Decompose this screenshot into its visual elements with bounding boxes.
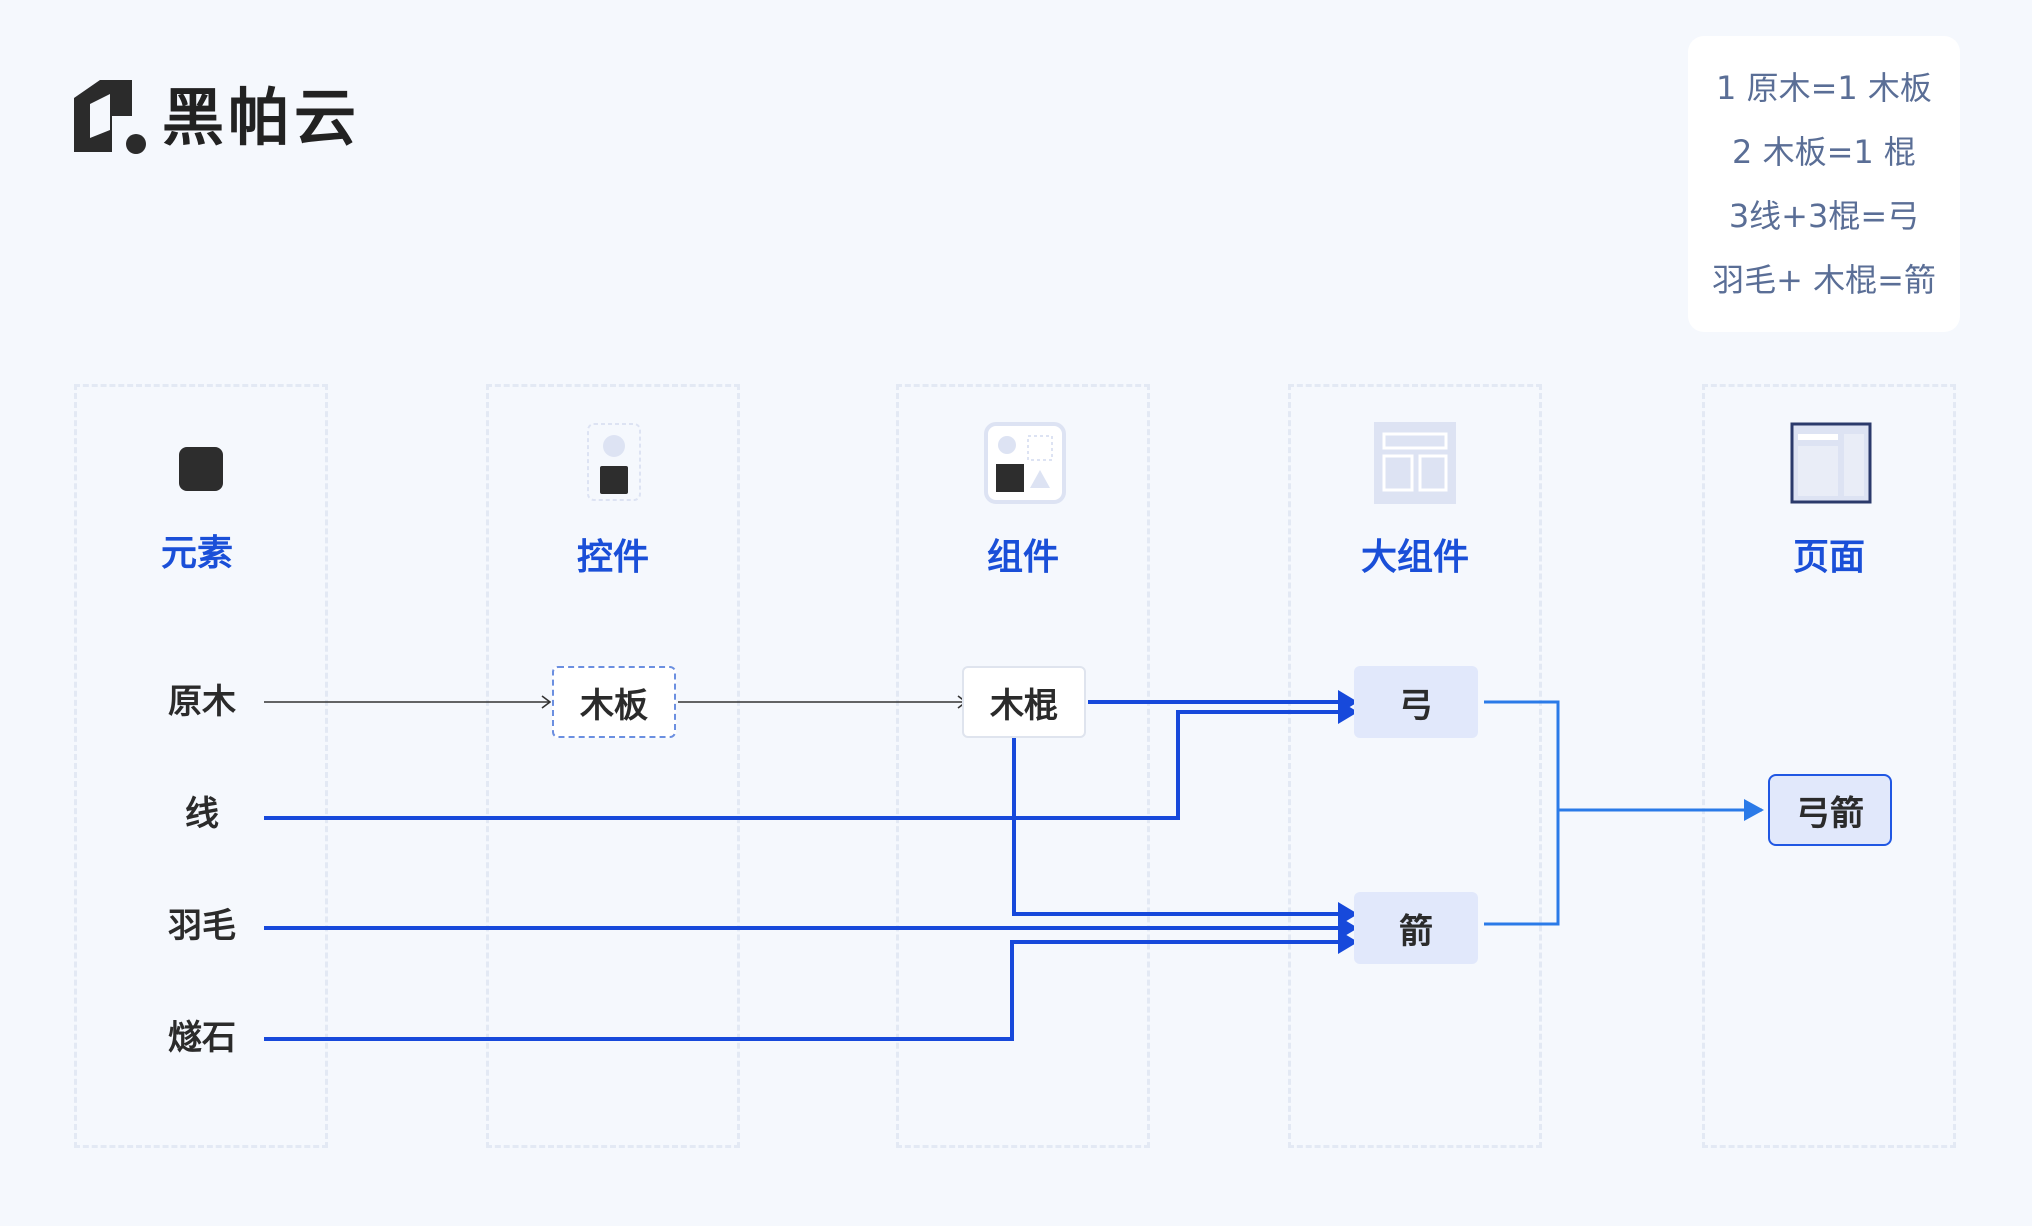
column-pages <box>1702 384 1956 1148</box>
material-label: 原木 <box>168 682 236 722</box>
recipe-line: 2 木板=1 棍 <box>1732 133 1916 171</box>
material-label: 燧石 <box>168 1018 236 1058</box>
recipe-panel: 1 原木=1 木板 2 木板=1 棍 3线+3棍=弓 羽毛+ 木棍=箭 <box>1688 36 1960 332</box>
node-bow-arrow: 弓箭 <box>1768 774 1892 846</box>
control-icon <box>587 423 641 501</box>
node-bow: 弓 <box>1354 666 1478 738</box>
material-label: 羽毛 <box>168 906 236 946</box>
page-layout-icon <box>1790 422 1872 504</box>
column-controls <box>486 384 740 1148</box>
column-title: 元素 <box>160 533 233 574</box>
recipe-line: 3线+3棍=弓 <box>1728 197 1920 235</box>
node-stick: 木棍 <box>962 666 1086 738</box>
connector-merge <box>1484 700 1560 926</box>
brand-name: 黑帕云 <box>162 81 361 154</box>
material-label: 线 <box>185 794 219 834</box>
recipe-line: 1 原木=1 木板 <box>1716 69 1932 107</box>
node-plank: 木板 <box>552 666 676 738</box>
element-square-icon <box>179 447 223 491</box>
column-elements <box>74 384 328 1148</box>
column-title: 控件 <box>576 537 649 578</box>
connector-flint-arrow <box>264 930 1358 1041</box>
node-arrow: 箭 <box>1354 892 1478 964</box>
brand-logo: 黑帕云 <box>70 78 390 158</box>
hpy-logo-icon <box>74 80 146 154</box>
component-icon <box>984 422 1066 504</box>
column-title: 大组件 <box>1360 537 1469 578</box>
connector-stick-arrow <box>1012 738 1358 926</box>
column-title: 组件 <box>986 537 1059 578</box>
connector-string-bow <box>264 700 1358 820</box>
column-title: 页面 <box>1792 537 1865 578</box>
column-large-components <box>1288 384 1542 1148</box>
column-components <box>896 384 1150 1148</box>
recipe-line: 羽毛+ 木棍=箭 <box>1712 261 1936 299</box>
large-component-icon <box>1374 422 1456 504</box>
